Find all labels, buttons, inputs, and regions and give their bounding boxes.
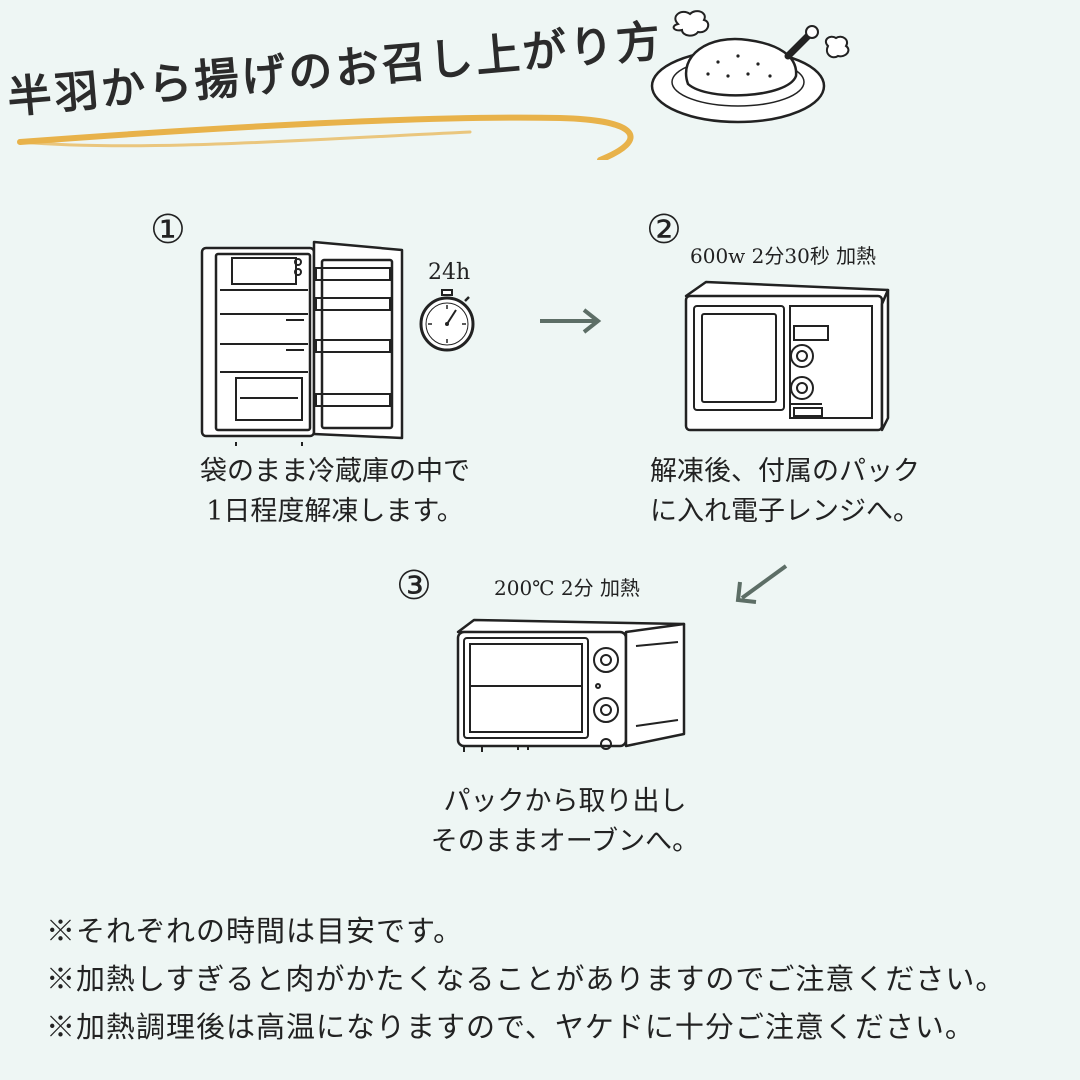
step-2-number: ② [646,207,682,253]
step-1-caption-line2: 1日程度解凍します。 [206,496,464,527]
step-3-number: ③ [396,563,432,609]
note-2: ※加熱しすぎると肉がかたくなることがありますのでご注意ください。 [46,962,1006,996]
step-1-caption: 袋のまま冷蔵庫の中で 1日程度解凍します。 [190,452,480,532]
step-2-heat-label: 600w 2分30秒 加熱 [690,244,877,268]
microwave-icon [684,280,890,432]
step-2-caption-line2: に入れ電子レンジへ。 [650,496,920,527]
right-arrow-icon [540,308,602,334]
step-3-caption-line1: パックから取り出し [443,786,687,817]
step-1-number: ① [150,207,186,253]
step-1-caption-line1: 袋のまま冷蔵庫の中で [200,456,470,487]
refrigerator-icon [200,240,404,446]
note-1: ※それぞれの時間は目安です。 [46,914,464,948]
step-3-heat-label: 200℃ 2分 加熱 [494,576,640,600]
step-3-caption: パックから取り出し そのままオーブンへ。 [420,782,710,862]
title-underline-swoosh [17,114,634,160]
down-left-arrow-icon [735,564,788,604]
timer-label: 24h [428,260,471,285]
step-2-caption-line1: 解凍後、付属のパック [650,456,920,487]
stopwatch-icon [419,289,475,352]
step-2-caption: 解凍後、付属のパック に入れ電子レンジへ。 [640,452,930,532]
toaster-oven-icon [456,618,686,752]
step-3-caption-line2: そのままオーブンへ。 [430,826,700,857]
roast-chicken-icon [650,10,850,124]
note-3: ※加熱調理後は高温になりますので、ヤケドに十分ご注意ください。 [46,1010,975,1044]
